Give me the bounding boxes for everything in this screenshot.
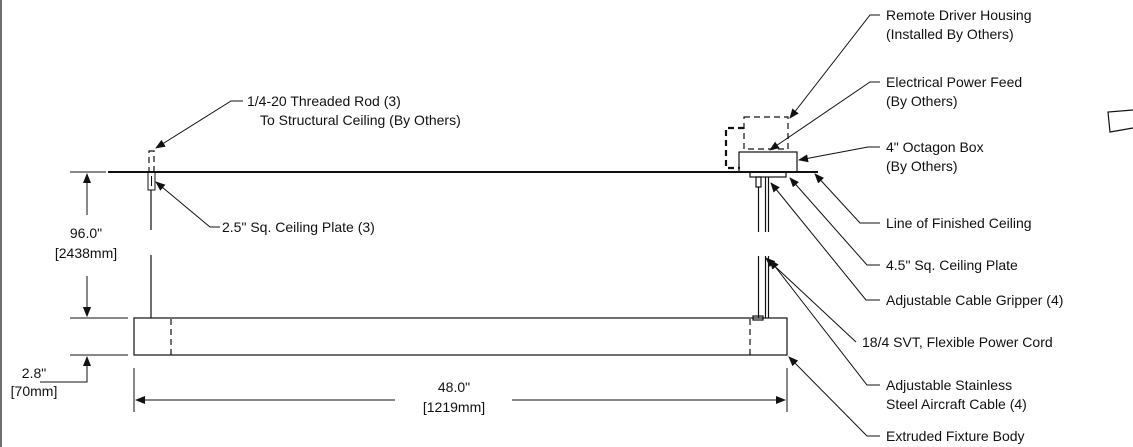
remote-driver-housing — [743, 116, 789, 150]
small-ceiling-plate-label: 2.5" Sq. Ceiling Plate (3) — [222, 219, 375, 235]
height-dimension — [40, 290, 128, 383]
drop-dimension-mm: [2438mm] — [55, 245, 117, 261]
aircraft-cable-sublabel: Steel Aircraft Cable (4) — [886, 396, 1027, 412]
large-ceiling-plate-label: 4.5" Sq. Ceiling Plate — [886, 257, 1018, 273]
length-dimension — [133, 368, 788, 412]
extruded-fixture-body — [133, 315, 788, 356]
octagon-box — [738, 151, 798, 173]
aircraft-cable-label: Adjustable Stainless — [886, 377, 1012, 393]
finished-ceiling-label: Line of Finished Ceiling — [886, 215, 1032, 231]
power-cord-label: 18/4 SVT, Flexible Power Cord — [862, 334, 1053, 350]
remote-driver-label: Remote Driver Housing — [886, 7, 1032, 23]
drop-dimension-inches: 96.0" — [70, 225, 102, 241]
power-feed-label: Electrical Power Feed — [886, 74, 1022, 90]
height-dimension-mm: [70mm] — [11, 383, 58, 399]
length-dimension-inches: 48.0" — [438, 379, 470, 395]
fixture-body-label: Extruded Fixture Body — [886, 428, 1025, 444]
remote-driver-sublabel: (Installed By Others) — [886, 26, 1014, 42]
leader-lines — [155, 14, 880, 437]
threaded-rod-label: 1/4-20 Threaded Rod (3) — [247, 93, 401, 109]
cable-gripper-label: Adjustable Cable Gripper (4) — [886, 292, 1063, 308]
height-dimension-inches: 2.8" — [22, 365, 46, 381]
length-dimension-mm: [1219mm] — [423, 399, 485, 415]
electrical-power-feed — [724, 126, 744, 170]
octagon-box-sublabel: (By Others) — [886, 158, 958, 174]
left-threaded-rod — [147, 150, 156, 191]
octagon-box-label: 4" Octagon Box — [886, 139, 984, 155]
threaded-rod-sublabel: To Structural Ceiling (By Others) — [260, 112, 461, 128]
right-cable-and-cord — [755, 176, 770, 318]
partial-adjacent-drawing — [1107, 109, 1133, 133]
power-feed-sublabel: (By Others) — [886, 93, 958, 109]
